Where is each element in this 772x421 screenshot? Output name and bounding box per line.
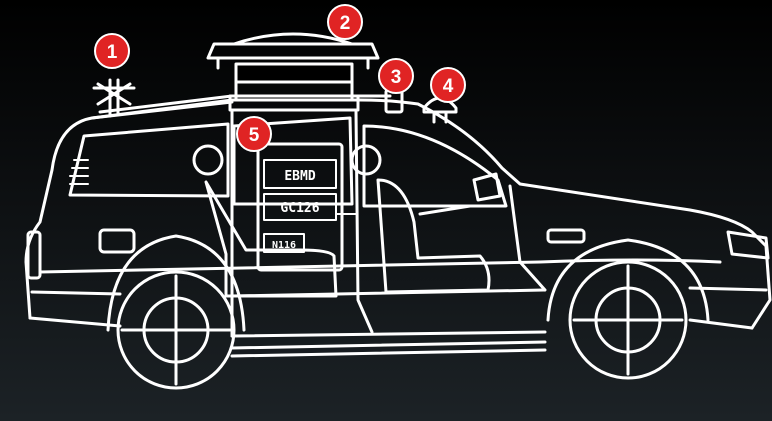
- marker-3[interactable]: 3: [379, 59, 413, 93]
- marker-4-number: 4: [443, 76, 454, 97]
- marker-4[interactable]: 4: [431, 68, 465, 102]
- marker-2-number: 2: [340, 13, 351, 34]
- marker-5[interactable]: 5: [237, 117, 271, 151]
- marker-2[interactable]: 2: [328, 5, 362, 39]
- marker-1-number: 1: [107, 42, 118, 63]
- panel-label-bottom: N116: [272, 240, 296, 251]
- marker-1[interactable]: 1: [95, 34, 129, 68]
- panel-label-top: EBMD: [284, 169, 315, 184]
- marker-3-number: 3: [391, 67, 402, 88]
- marker-5-number: 5: [249, 125, 260, 146]
- panel-label-middle: GC126: [280, 201, 319, 216]
